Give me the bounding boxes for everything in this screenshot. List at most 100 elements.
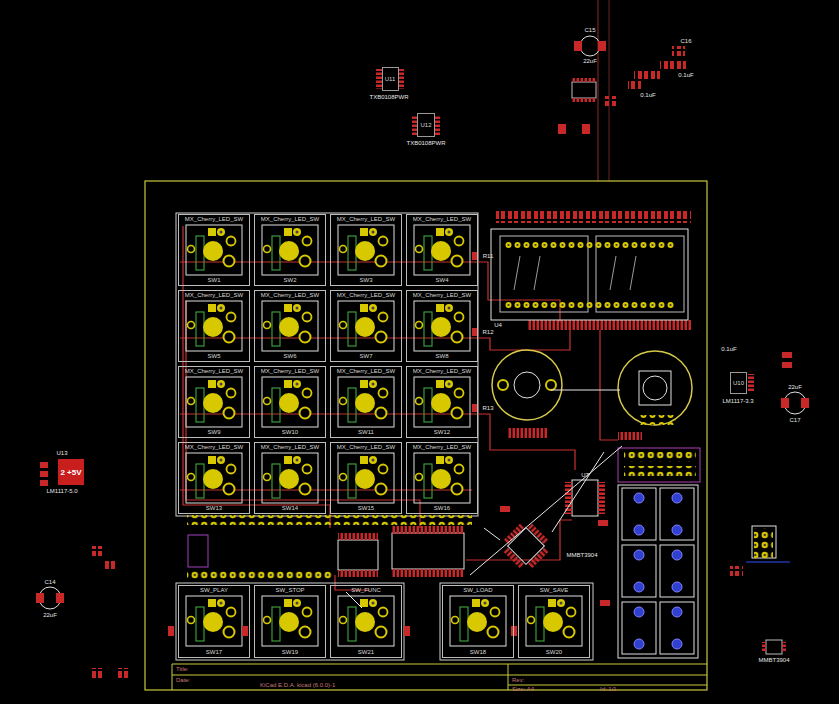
rotary-encoder xyxy=(498,380,508,390)
key-switch-footprints xyxy=(262,225,318,275)
part-label: R13 xyxy=(482,405,493,412)
title-block-text: Date: xyxy=(176,677,190,684)
part-label: TXB0108PWR xyxy=(406,140,445,147)
reference-label: SW4 xyxy=(435,277,448,284)
rotary-encoder xyxy=(546,380,556,390)
reference-label: SW1 xyxy=(207,277,220,284)
ic-footprint xyxy=(503,523,524,544)
key-switch-footprints xyxy=(186,301,242,351)
ic-footprint: U11 xyxy=(382,67,399,91)
title-block xyxy=(172,664,173,690)
off-board-parts xyxy=(40,462,48,468)
copper-traces xyxy=(472,414,575,470)
off-board-parts xyxy=(558,124,566,134)
key-switch-footprints xyxy=(262,596,318,646)
off-board-parts xyxy=(103,560,116,570)
key-switch: MX_Cherry_LED_SWSW15 xyxy=(330,442,402,514)
off-board-parts xyxy=(36,593,44,603)
part-label: MX_Cherry_LED_SW xyxy=(413,368,471,375)
key-switch-footprints xyxy=(186,225,242,275)
off-board-parts xyxy=(782,362,792,368)
key-switch-footprints xyxy=(262,453,318,503)
layer-lines xyxy=(598,0,599,181)
capacitor-pads xyxy=(672,582,682,592)
rotary-encoder xyxy=(618,432,642,440)
rotary-encoder xyxy=(492,350,692,440)
copper-traces xyxy=(180,226,618,590)
key-switch: MX_Cherry_LED_SWSW1 xyxy=(178,214,250,286)
reference-label: SW20 xyxy=(546,649,562,656)
resistor-footprints xyxy=(404,626,410,636)
rotary-encoder xyxy=(492,350,562,420)
ic-footprint xyxy=(338,533,378,540)
ratsnest-line xyxy=(470,446,622,575)
part-label: SW_SAVE xyxy=(540,587,569,594)
seven-segment-display xyxy=(491,229,688,320)
button-switch: SW_PLAYSW17 xyxy=(178,585,250,658)
seven-segment-display xyxy=(610,256,616,290)
part-label: SW_PLAY xyxy=(200,587,228,594)
ic-footprint xyxy=(503,547,524,568)
part-label: 22uF xyxy=(43,612,57,619)
off-board-parts xyxy=(598,41,606,51)
key-switch-footprints xyxy=(414,225,470,275)
off-board-parts xyxy=(580,36,600,56)
battery-holders xyxy=(660,488,694,540)
key-switch: MX_Cherry_LED_SWSW14 xyxy=(254,442,326,514)
pin-header xyxy=(624,452,696,462)
part-label: MMBT3904 xyxy=(758,657,789,664)
key-switch-footprints xyxy=(186,377,242,427)
reference-label: SW13 xyxy=(206,505,222,512)
ic-footprint xyxy=(498,518,555,575)
seven-segment-display xyxy=(630,256,636,290)
key-switch: MX_Cherry_LED_SWSW8 xyxy=(406,290,478,362)
key-switch: MX_Cherry_LED_SWSW5 xyxy=(178,290,250,362)
resistor-footprints xyxy=(600,600,610,606)
button-switch: SW_FUNCSW21 xyxy=(330,585,402,658)
part-label: MX_Cherry_LED_SW xyxy=(413,444,471,451)
off-board-parts xyxy=(40,480,48,486)
key-switch-footprints xyxy=(338,301,394,351)
reference-label: SW3 xyxy=(359,277,372,284)
battery-holders xyxy=(660,602,694,654)
key-switch-footprints xyxy=(338,596,394,646)
part-label: C14 xyxy=(44,579,55,586)
title-block xyxy=(508,664,509,690)
key-switch: MX_Cherry_LED_SWSW6 xyxy=(254,290,326,362)
title-block xyxy=(172,664,707,665)
part-label: R12 xyxy=(482,329,493,336)
battery-holders xyxy=(622,602,656,654)
off-board-parts xyxy=(752,526,776,558)
off-board-parts xyxy=(748,374,754,392)
ratsnest-line xyxy=(551,390,620,391)
reference-label: SW19 xyxy=(282,649,298,656)
rotary-encoder xyxy=(639,371,671,405)
off-board-parts xyxy=(574,41,582,51)
reference-label: SW6 xyxy=(283,353,296,360)
key-switch: MX_Cherry_LED_SW SW13 xyxy=(178,442,250,514)
battery-holders xyxy=(622,545,656,597)
title-block-text: KiCad E.D.A. kicad (6.0.0)-1 xyxy=(260,682,335,689)
copper-traces xyxy=(186,300,420,528)
off-board-parts xyxy=(572,82,596,98)
key-switch-footprints xyxy=(338,453,394,503)
key-switch-footprints xyxy=(526,596,582,646)
pin-header xyxy=(618,448,700,482)
part-label: 2 +5V xyxy=(60,468,81,477)
part-label: TXB0108PWR xyxy=(369,94,408,101)
key-switch-footprints xyxy=(186,596,242,646)
resistor-footprints xyxy=(528,320,692,330)
key-switch-footprints xyxy=(414,453,470,503)
battery-holders xyxy=(622,488,656,540)
layer-lines xyxy=(598,0,609,181)
part-label: MX_Cherry_LED_SW xyxy=(261,368,319,375)
key-switch-footprints xyxy=(262,377,318,427)
battery-holders xyxy=(618,485,698,658)
resistor-footprints xyxy=(598,520,608,526)
part-label: MX_Cherry_LED_SW xyxy=(185,444,243,451)
ic-footprint xyxy=(392,569,464,577)
part-label: MX_Cherry_LED_SW xyxy=(261,216,319,223)
reference-label: SW12 xyxy=(434,429,450,436)
part-label: SW_STOP xyxy=(275,587,304,594)
